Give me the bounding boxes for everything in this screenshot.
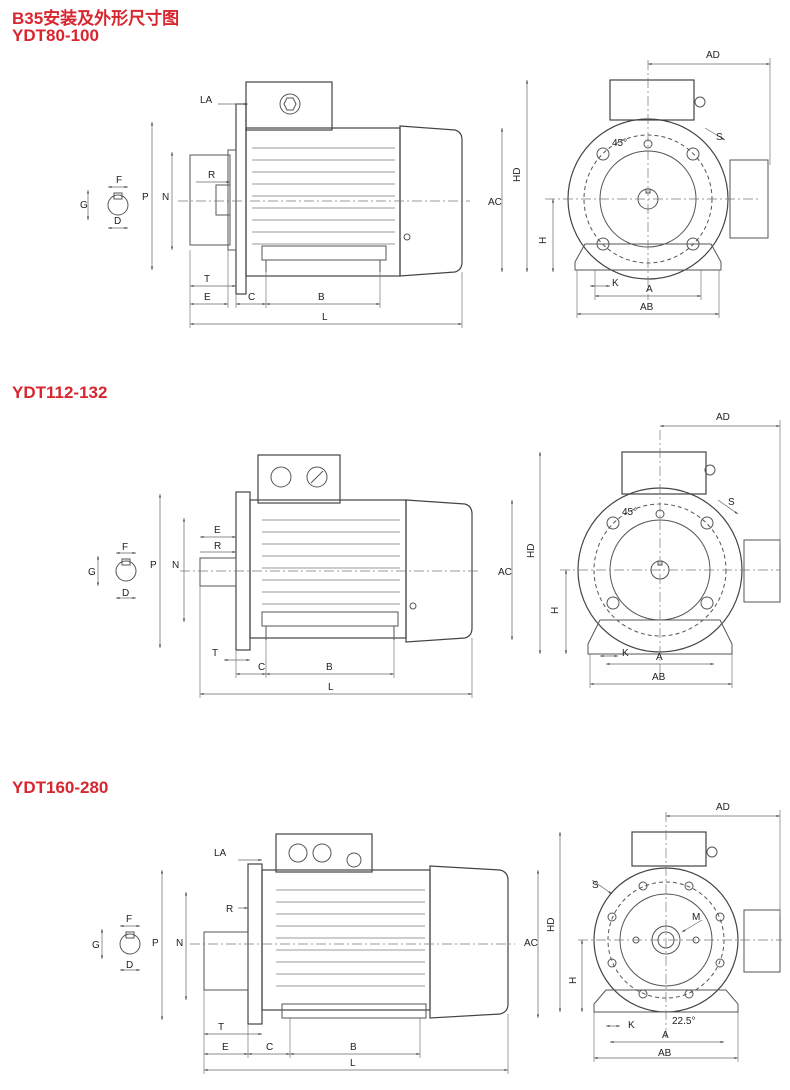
label-E: E [204,292,211,303]
label-B: B [350,1042,357,1053]
label-HD: HD [526,544,537,558]
label-N: N [162,192,169,203]
label-AB: AB [640,302,654,313]
section1-front-view [525,58,771,318]
label-A: A [662,1030,669,1041]
section1-front-labels: AD HD H 45° S K A AB [512,50,723,313]
label-angle: 45° [622,507,637,518]
label-N: N [172,560,179,571]
label-N: N [176,938,183,949]
label-AB: AB [658,1048,672,1059]
section2-front-labels: AD HD H 45° S K A AB [526,412,735,683]
label-HD: HD [512,168,523,182]
section-title-1: YDT80-100 [12,26,99,45]
label-C: C [266,1042,273,1053]
section3-front-labels: AD HD H S M K 22.5° A AB [546,802,730,1059]
label-AD: AD [716,412,730,423]
label-E: E [214,525,221,536]
label-D: D [114,216,121,227]
section2-side-view [96,454,514,698]
section3-side-labels: LA F G D P N R T E C B L AC [92,848,538,1069]
label-LA: LA [200,95,213,106]
label-angle: 22.5° [672,1016,695,1027]
label-M: M [692,912,700,923]
label-R: R [208,170,215,181]
label-S: S [716,132,723,143]
label-F: F [126,914,132,925]
label-H: H [550,607,561,614]
label-T: T [218,1022,224,1033]
label-D: D [126,960,133,971]
section3-front-view [558,810,782,1062]
label-A: A [646,284,653,295]
label-G: G [80,200,88,211]
label-G: G [88,567,96,578]
label-F: F [116,175,122,186]
label-H: H [568,977,579,984]
label-K: K [628,1020,635,1031]
label-LA: LA [214,848,227,859]
label-H: H [538,237,549,244]
label-P: P [142,192,149,203]
section-title-3: YDT160-280 [12,778,109,797]
label-AC: AC [524,938,538,949]
label-T: T [212,648,218,659]
section2-front-view [538,420,781,688]
section2-side-labels: F G D P N E R T C B L AC [88,525,512,693]
label-AB: AB [652,672,666,683]
label-AC: AC [488,197,502,208]
label-P: P [152,938,159,949]
label-S: S [592,880,599,891]
label-AD: AD [716,802,730,813]
label-B: B [326,662,333,673]
label-T: T [204,274,210,285]
label-P: P [150,560,157,571]
section3-side-view [100,833,540,1074]
label-AC: AC [498,567,512,578]
label-K: K [622,648,629,659]
page-title: B35安装及外形尺寸图 [12,9,180,28]
label-F: F [122,542,128,553]
label-B: B [318,292,325,303]
label-L: L [328,682,334,693]
label-angle: 45° [612,138,627,149]
label-E: E [222,1042,229,1053]
label-L: L [322,312,328,323]
label-C: C [248,292,255,303]
label-K: K [612,278,619,289]
label-HD: HD [546,918,557,932]
label-C: C [258,662,265,673]
label-A: A [656,652,663,663]
label-D: D [122,588,129,599]
label-L: L [350,1058,356,1069]
label-S: S [728,497,735,508]
section1-side-labels: LA F G D P N R T E C B L AC [80,95,502,323]
label-G: G [92,940,100,951]
section-title-2: YDT112-132 [12,383,108,402]
section1-side-view [86,81,504,328]
label-R: R [214,541,221,552]
label-R: R [226,904,233,915]
label-AD: AD [706,50,720,61]
